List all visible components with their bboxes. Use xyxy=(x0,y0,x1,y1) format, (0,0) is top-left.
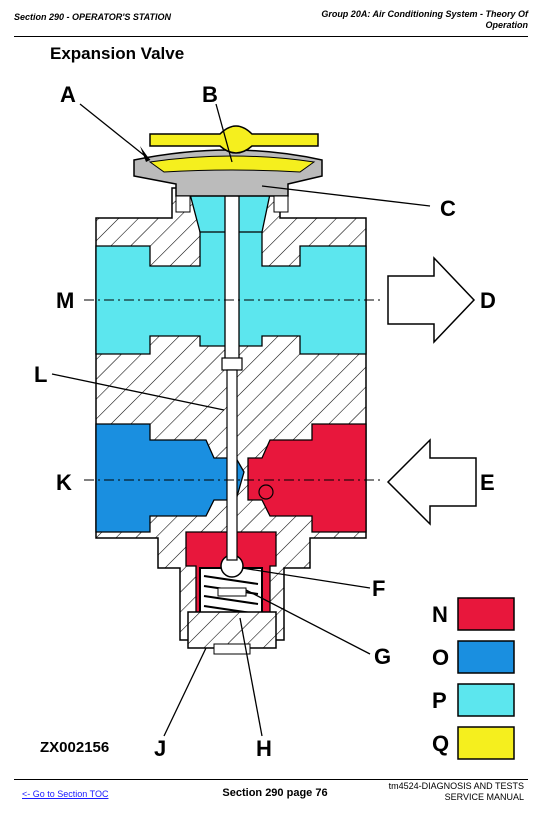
page-number: Section 290 page 76 xyxy=(222,787,328,799)
leader-lines xyxy=(51,103,431,737)
label-k: K xyxy=(56,470,72,495)
label-g: G xyxy=(374,644,391,669)
label-m: M xyxy=(56,288,74,313)
label-a: A xyxy=(60,82,76,107)
adjustment-plug xyxy=(187,611,277,649)
capillary-bulb-line xyxy=(149,125,319,154)
legend-swatch-o xyxy=(457,640,515,674)
legend-key-o: O xyxy=(432,645,449,670)
section-toc-link[interactable]: <- Go to Section TOC xyxy=(22,789,109,799)
manual-line2: SERVICE MANUAL xyxy=(444,792,524,802)
group-header: Group 20A: Air Conditioning System - The… xyxy=(268,9,528,31)
label-b: B xyxy=(202,82,218,107)
figure-code: ZX002156 xyxy=(40,739,109,756)
page-title: Expansion Valve xyxy=(50,44,185,63)
outlet-arrow-d xyxy=(387,256,476,344)
label-j: J xyxy=(154,736,166,761)
label-h: H xyxy=(256,736,272,761)
legend-swatch-n xyxy=(457,597,515,631)
label-d: D xyxy=(480,288,496,313)
group-header-line1: Group 20A: Air Conditioning System - The… xyxy=(321,9,528,19)
inlet-arrow-e xyxy=(386,438,477,526)
label-c: C xyxy=(440,196,456,221)
section-header: Section 290 - OPERATOR'S STATION xyxy=(14,12,171,22)
label-f: F xyxy=(372,576,385,601)
footer-divider xyxy=(14,779,528,780)
header-divider xyxy=(14,36,528,37)
push-rod-lower xyxy=(226,369,238,561)
legend-key-p: P xyxy=(432,688,447,713)
lower-right-passage xyxy=(247,423,367,533)
legend-swatch-q xyxy=(457,726,515,760)
legend-key-n: N xyxy=(432,602,448,627)
manual-line1: tm4524-DIAGNOSIS AND TESTS xyxy=(388,781,524,791)
label-l: L xyxy=(34,362,47,387)
push-rod-upper xyxy=(224,177,240,367)
label-e: E xyxy=(480,470,495,495)
lower-left-passage xyxy=(95,423,245,533)
legend-swatch-p xyxy=(457,683,515,717)
group-header-line2: Operation xyxy=(485,20,528,30)
legend-key-q: Q xyxy=(432,731,449,756)
manual-info: tm4524-DIAGNOSIS AND TESTS SERVICE MANUA… xyxy=(344,781,524,803)
